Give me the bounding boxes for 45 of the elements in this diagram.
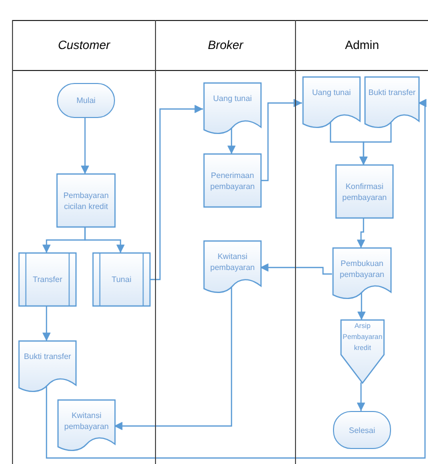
arrow: [356, 218, 366, 248]
arrow: [46, 98, 426, 459]
node-label: Bukti transfer: [368, 87, 416, 98]
document-shape: [204, 83, 261, 135]
document-shape: [333, 248, 391, 300]
lane-title: Broker: [208, 37, 244, 54]
node-label: Selesai: [348, 424, 376, 436]
lane-title: Customer: [58, 37, 110, 54]
node-label: Konfirmasi pembayaran: [341, 180, 388, 202]
process-box: [204, 154, 261, 207]
node-label: Uang tunai: [312, 87, 351, 98]
node-label: Uang tunai: [213, 93, 252, 104]
document-shape: [303, 77, 360, 129]
arrow: [227, 127, 236, 154]
process-box: [336, 165, 393, 218]
terminator-shape: [333, 411, 391, 449]
process-box: [57, 174, 115, 227]
predefined-process-box: [19, 253, 76, 306]
node-label: Kwitansi pembayaran: [209, 251, 256, 273]
predefined-process-box: [93, 253, 150, 306]
terminator-shape: [57, 83, 115, 118]
node-label: Pembayaran cicilan kredit: [62, 190, 110, 212]
node-label: Tunai: [112, 274, 132, 285]
arrow: [80, 118, 90, 174]
lane-title: Admin: [344, 37, 379, 54]
arrow: [42, 306, 51, 341]
document-shape: [58, 400, 115, 452]
arrow: [359, 121, 392, 165]
arrow: [149, 104, 203, 280]
node-label: Pembukuan pembayaran: [338, 258, 386, 280]
arrow: [84, 227, 125, 253]
node-label: Bukti transfer: [24, 351, 72, 362]
document-shape: [19, 341, 76, 393]
node-label: Penerimaan pembayaran: [209, 170, 256, 192]
document-shape: [204, 241, 261, 294]
arrow: [357, 292, 366, 320]
offline-storage-shape: [341, 320, 384, 383]
arrow: [260, 98, 302, 182]
arrow: [356, 382, 366, 411]
node-label: Mulai: [76, 95, 96, 106]
document-shape: [365, 77, 419, 129]
node-label: Transfer: [32, 274, 62, 285]
arrow: [260, 263, 332, 275]
node-label: Kwitansi pembayaran: [63, 410, 110, 432]
arrow: [114, 286, 232, 430]
